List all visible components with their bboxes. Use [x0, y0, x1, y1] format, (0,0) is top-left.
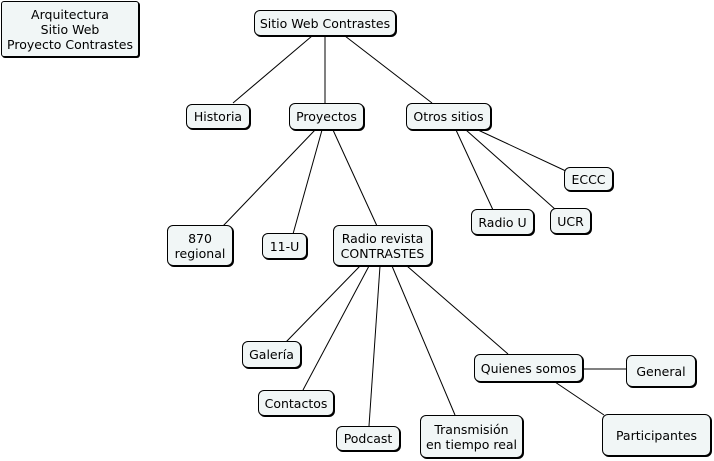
edge-rr-podcast — [368, 265, 381, 427]
node-870-regional: 870 regional — [167, 225, 233, 266]
node-radio-revista-contrastes: Radio revista CONTRASTES — [333, 225, 432, 266]
edge-proyectos-radiorevista — [332, 129, 378, 227]
node-podcast: Podcast — [336, 426, 400, 451]
node-sitio-web-contrastes: Sitio Web Contrastes — [254, 10, 396, 36]
node-transmision-tiempo-real: Transmisión en tiempo real — [420, 415, 523, 458]
edge-rr-contactos — [302, 265, 370, 391]
node-radio-u: Radio U — [471, 209, 534, 235]
node-participantes: Participantes — [602, 414, 711, 456]
node-contactos: Contactos — [258, 390, 334, 416]
edge-root-otros — [344, 35, 433, 104]
node-eccc: ECCC — [564, 167, 613, 191]
node-historia: Historia — [186, 104, 250, 129]
edge-rr-quienes — [406, 265, 509, 355]
edge-proyectos-870 — [222, 129, 316, 227]
node-galeria: Galería — [242, 341, 301, 368]
node-quienes-somos: Quienes somos — [474, 354, 583, 382]
edge-otros-eccc — [477, 129, 569, 173]
edge-proyectos-11u — [292, 129, 323, 235]
edge-rr-transmision — [391, 265, 456, 416]
node-ucr: UCR — [550, 208, 591, 234]
edge-root-historia — [232, 35, 313, 104]
node-otros-sitios: Otros sitios — [406, 103, 491, 130]
node-general: General — [626, 355, 696, 387]
header-note: Arquitectura Sitio Web Proyecto Contrast… — [1, 1, 139, 57]
edge-rr-galeria — [285, 265, 361, 343]
edge-otros-radiou — [455, 129, 494, 211]
node-proyectos: Proyectos — [289, 103, 364, 130]
node-11-u: 11-U — [262, 233, 307, 259]
edge-otros-ucr — [465, 129, 557, 211]
edge-quienes-participantes — [554, 381, 605, 416]
